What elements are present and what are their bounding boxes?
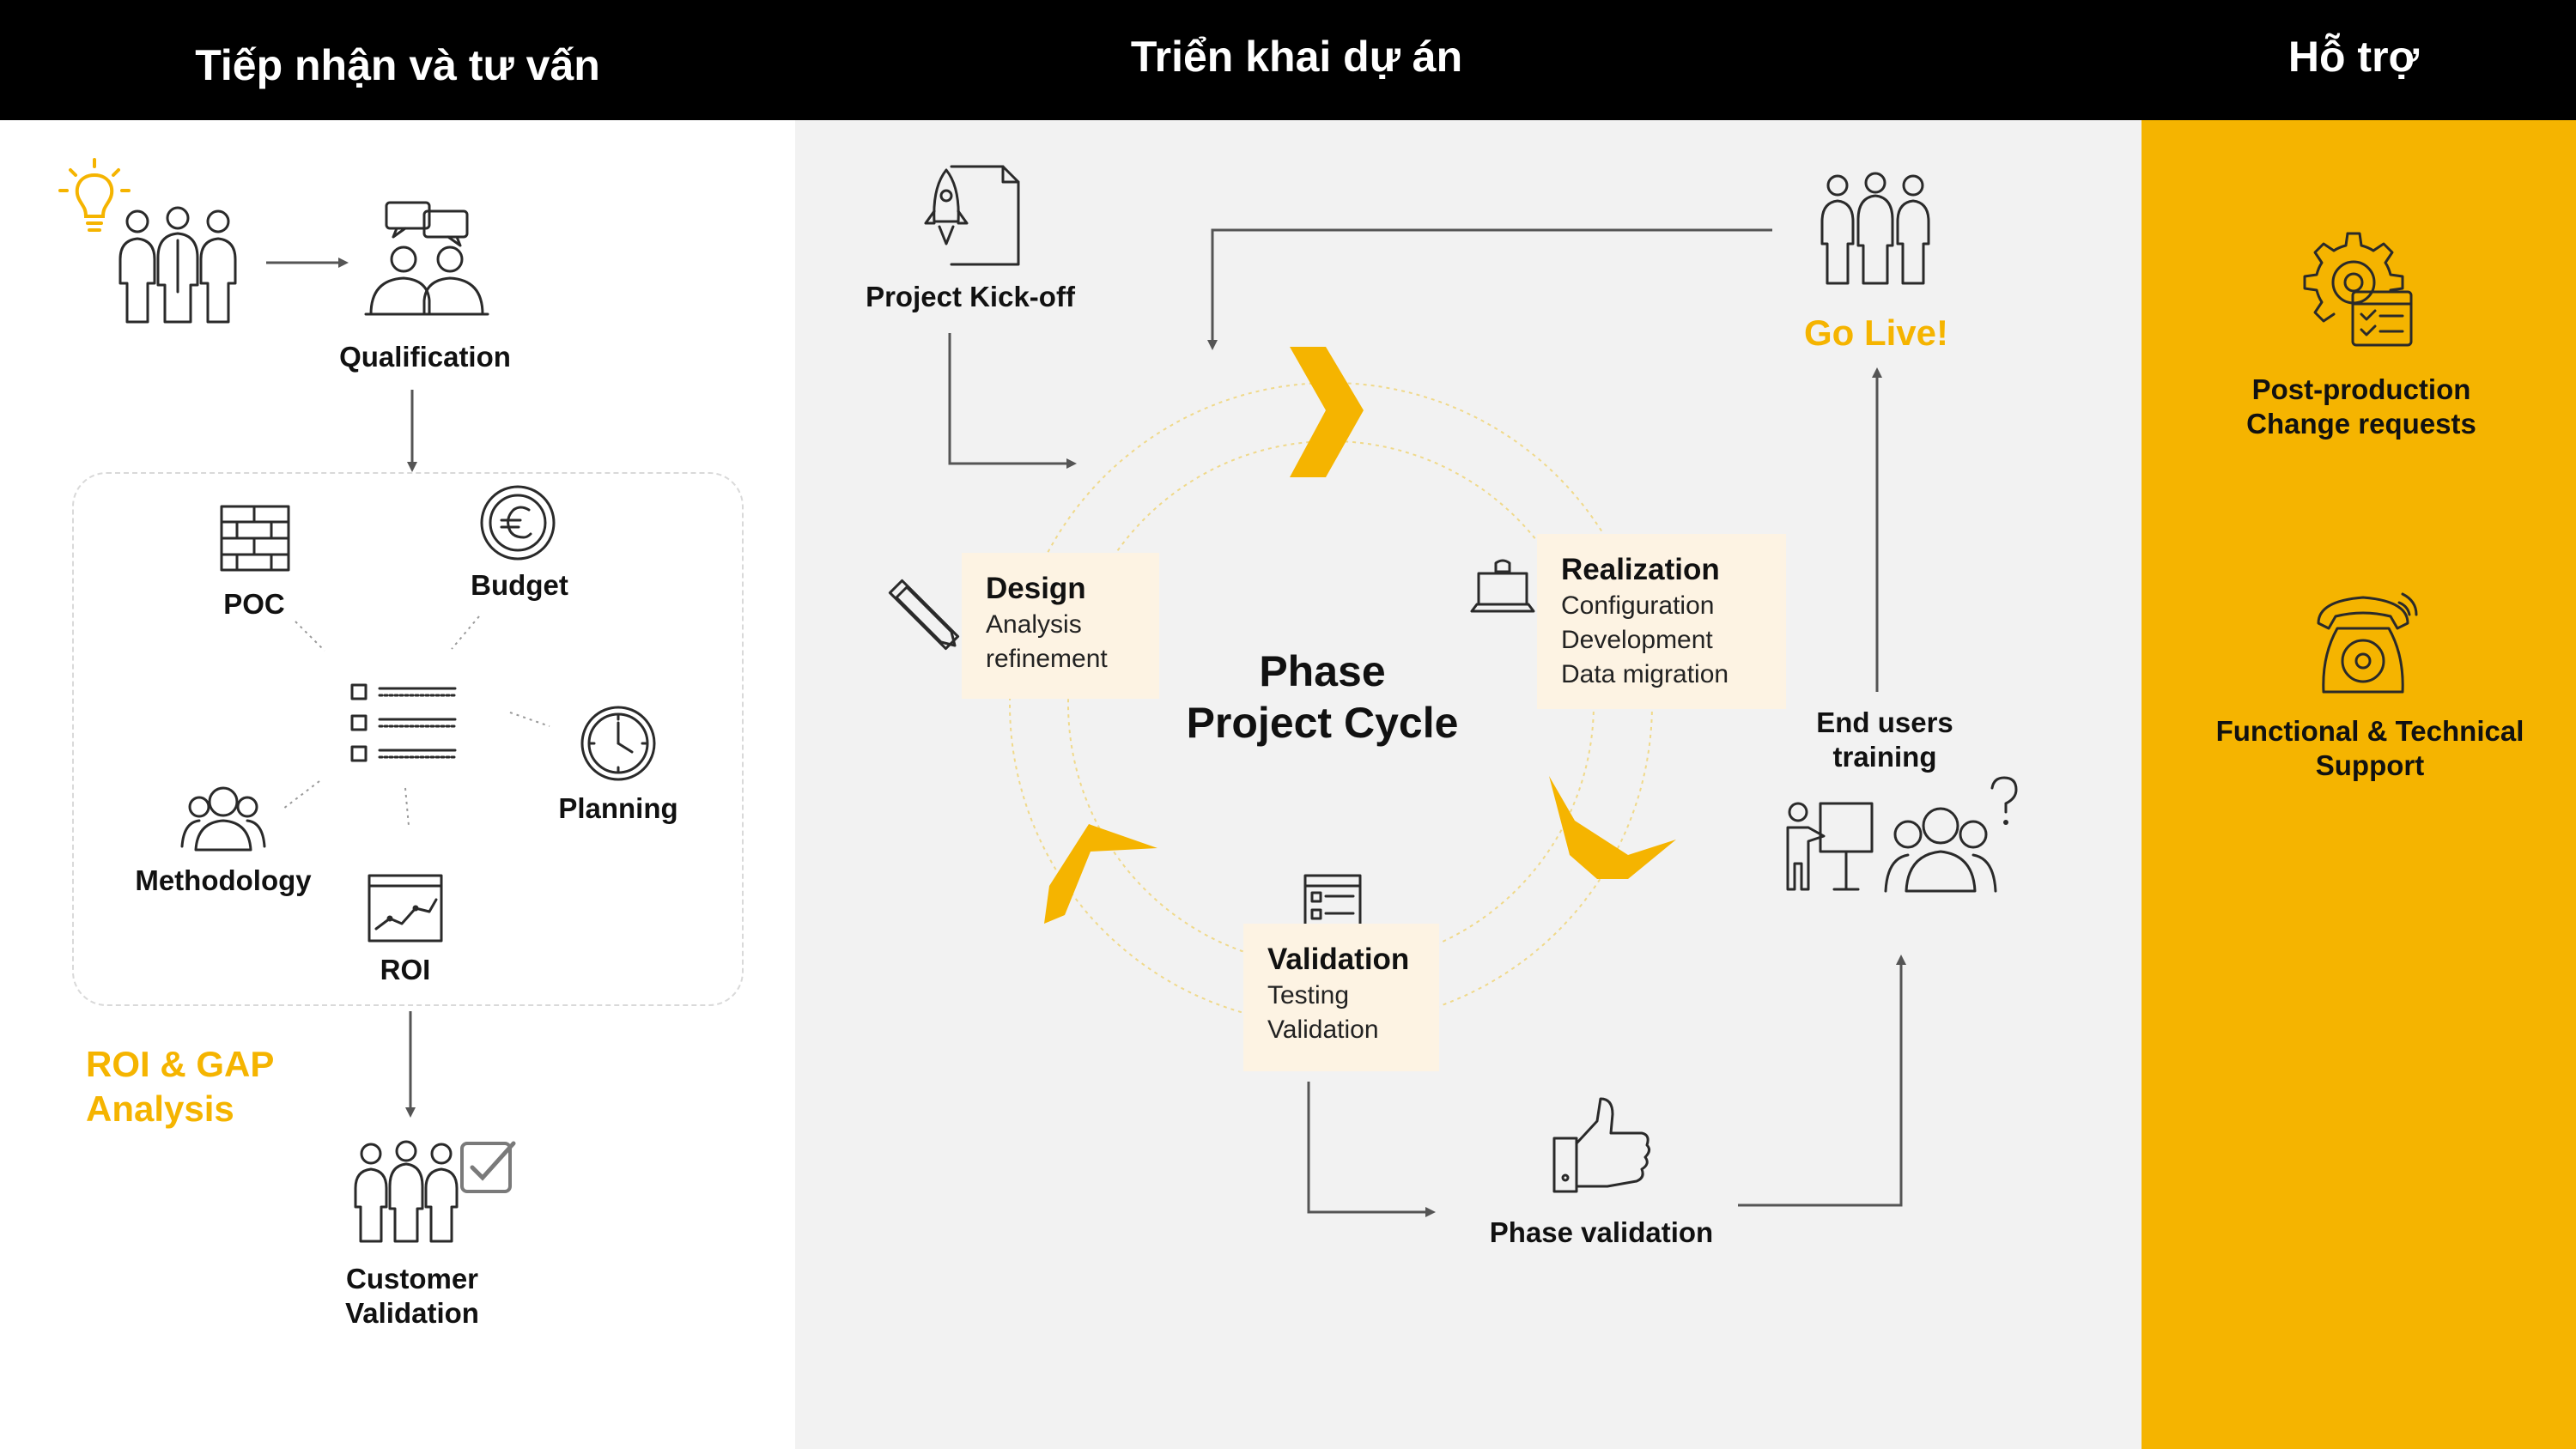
middle-panel-bg bbox=[795, 120, 2142, 1449]
arrow-kickoff-to-cycle bbox=[948, 333, 1077, 469]
planning-label: Planning bbox=[558, 792, 678, 824]
cycle-chevron-right bbox=[1549, 776, 1676, 879]
gear-settings-icon bbox=[2303, 232, 2413, 347]
roi-label: ROI bbox=[380, 954, 431, 985]
realization-sub: Configuration Development Data migration bbox=[1561, 591, 1729, 688]
header-middle: Triển khai dự án bbox=[795, 0, 2142, 120]
arrow-to-qualification bbox=[266, 258, 349, 268]
cycle-chevron-top bbox=[1290, 347, 1364, 477]
cycle-chevron-left bbox=[1044, 824, 1157, 924]
go-live-label: Go Live! bbox=[1803, 312, 1949, 353]
header-middle-title: Triển khai dự án bbox=[1130, 33, 1463, 81]
design-card: Design Analysis refinement bbox=[962, 553, 1159, 699]
header-right: Hỗ trợ bbox=[2142, 0, 2576, 120]
header-left-title: Tiếp nhận và tư vấn bbox=[195, 41, 600, 89]
support-label: Functional & Technical Support bbox=[2215, 715, 2524, 781]
team-icon bbox=[1884, 807, 1997, 893]
analysis-connectors bbox=[283, 615, 550, 827]
team-icon bbox=[180, 786, 266, 852]
validation-card: Validation Testing Validation bbox=[1243, 924, 1439, 1071]
checklist-icon bbox=[350, 683, 457, 762]
roi-gap-title: ROI & GAP Analysis bbox=[86, 1044, 275, 1129]
presentation-icon bbox=[1786, 802, 1874, 891]
methodology-label: Methodology bbox=[135, 864, 312, 896]
people-icon bbox=[1820, 172, 1930, 285]
arrow-to-phase-validation bbox=[1307, 1082, 1436, 1217]
arrow-to-end-users bbox=[1738, 955, 1906, 1207]
euro-coin-icon bbox=[480, 485, 556, 561]
thumbs-up-icon bbox=[1552, 1097, 1651, 1193]
chart-icon bbox=[368, 874, 443, 943]
arrow-golive-to-cycle bbox=[1207, 228, 1772, 350]
telephone-icon bbox=[2317, 592, 2418, 694]
people-icon bbox=[354, 1140, 459, 1243]
pencil-ruler-icon bbox=[888, 579, 960, 651]
right-panel-bg bbox=[2142, 120, 2576, 1449]
people-icon bbox=[118, 206, 237, 324]
design-sub: Analysis refinement bbox=[986, 610, 1108, 673]
question-icon bbox=[1990, 776, 2018, 825]
qualification-label: Qualification bbox=[339, 341, 511, 373]
analysis-box bbox=[72, 472, 744, 1006]
lightbulb-icon bbox=[58, 158, 131, 232]
end-users-label: End users training bbox=[1816, 706, 1953, 773]
customer-validation-label: Customer Validation bbox=[345, 1263, 479, 1329]
post-production-label: Post-production Change requests bbox=[2246, 373, 2476, 440]
kickoff-label: Project Kick-off bbox=[866, 281, 1075, 312]
arrow-to-go-live bbox=[1872, 367, 1882, 692]
validation-sub: Testing Validation bbox=[1267, 981, 1379, 1044]
arrow-to-customer-validation bbox=[405, 1011, 416, 1118]
meeting-icon bbox=[364, 201, 489, 316]
header-left: Tiếp nhận và tư vấn bbox=[0, 0, 795, 120]
poc-label: POC bbox=[223, 588, 285, 620]
phase-validation-label: Phase validation bbox=[1489, 1216, 1714, 1248]
check-box-icon bbox=[460, 1141, 516, 1193]
bricks-icon bbox=[220, 505, 290, 572]
validation-title: Validation bbox=[1267, 943, 1410, 976]
header-right-title: Hỗ trợ bbox=[2287, 33, 2420, 81]
design-title: Design bbox=[986, 572, 1086, 605]
cycle-title: Phase Project Cycle bbox=[1186, 647, 1459, 747]
arrow-to-analysis-box bbox=[407, 390, 417, 472]
laptop-icon bbox=[1470, 559, 1535, 613]
realization-title: Realization bbox=[1561, 553, 1720, 586]
rocket-document-icon bbox=[924, 165, 1020, 266]
clock-icon bbox=[580, 706, 656, 781]
budget-label: Budget bbox=[471, 569, 568, 601]
realization-card: Realization Configuration Development Da… bbox=[1537, 534, 1786, 709]
